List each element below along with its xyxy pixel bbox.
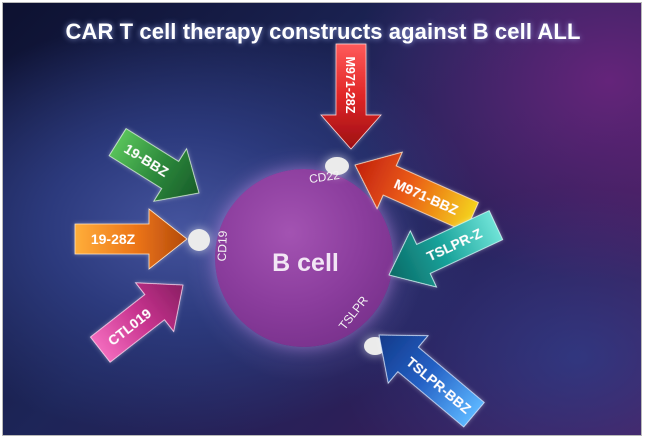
arrow-19-bbz: 19-BBZ	[108, 128, 200, 202]
label-m971-28z: M971-28Z	[343, 57, 357, 114]
label-19-28z: 19-28Z	[91, 231, 136, 247]
b-cell	[215, 169, 393, 347]
arrow-m971-bbz: M971-BBZ	[354, 151, 479, 233]
diagram-title: CAR T cell therapy constructs against B …	[65, 19, 581, 44]
b-cell-label: B cell	[272, 249, 339, 277]
car-construct-arrows: M971-28Z M971-BBZ 19-BBZ 19-28Z CTL019	[74, 43, 504, 428]
arrow-m971-28z: M971-28Z	[320, 43, 382, 150]
arrow-ctl019: CTL019	[89, 282, 184, 363]
arrow-19-28z: 19-28Z	[74, 208, 188, 270]
cd19-receptor	[188, 229, 210, 251]
cd22-receptor	[325, 157, 349, 175]
arrow-tslpr-bbz: TSLPR-BBZ	[378, 334, 485, 428]
